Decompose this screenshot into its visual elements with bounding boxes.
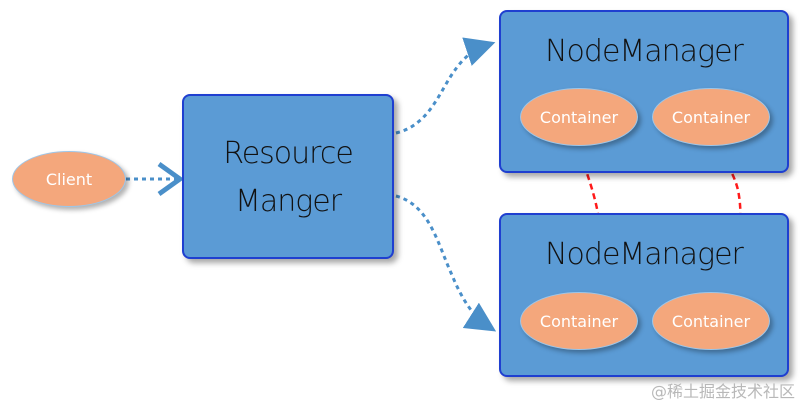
container-top-right-label: Container [671,107,751,127]
watermark: @稀土掘金技术社区 [650,382,795,401]
container-top-left-label: Container [539,107,619,127]
resource-manager-label-line1: Resource [223,136,354,171]
node-manager-top-box: NodeManager [499,10,789,173]
container-bottom-right: Container [652,292,770,350]
container-bottom-left-label: Container [539,311,619,331]
resource-manager-box: Resource Manger [182,94,394,259]
container-bottom-right-label: Container [671,311,751,331]
container-top-left: Container [520,88,638,146]
rm-to-top-nodemanager-arrow [395,37,496,135]
container-bottom-left: Container [520,292,638,350]
node-manager-bottom-title: NodeManager [545,237,744,272]
node-manager-top-title: NodeManager [545,34,744,69]
container-top-right: Container [652,88,770,146]
rm-to-bottom-nodemanager-arrow [395,194,497,332]
client-label: Client [45,169,93,189]
node-manager-bottom-box: NodeManager [499,213,789,377]
resource-manager-label-line2: Manger [234,184,342,219]
client-node: Client [12,151,126,207]
